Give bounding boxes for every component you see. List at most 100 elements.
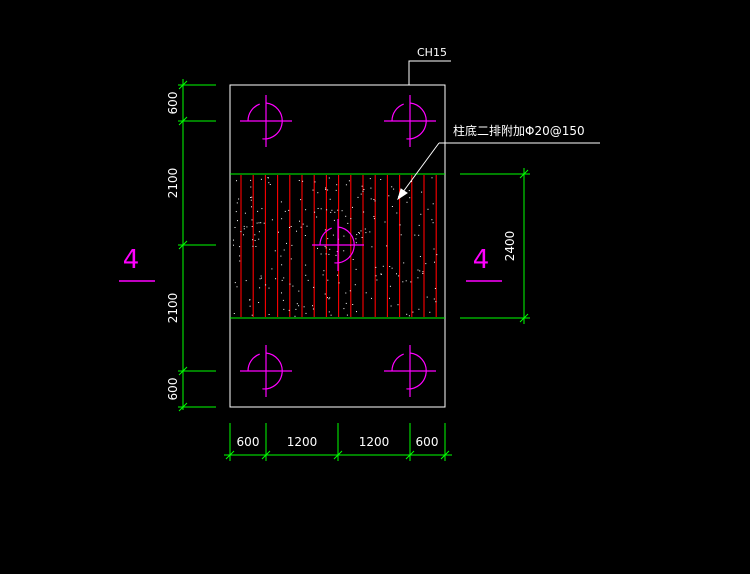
hatch-dot <box>345 292 347 294</box>
dim-left-600-top: 600 <box>166 92 180 115</box>
hatch-dot <box>370 198 372 200</box>
hatch-dot <box>268 182 270 184</box>
hatch-dot <box>289 227 290 228</box>
hatch-dot <box>283 308 285 310</box>
hatch-dot <box>316 216 318 218</box>
hatch-dot <box>243 228 245 230</box>
hatch-dot <box>373 199 375 200</box>
hatch-dot <box>418 234 420 236</box>
hatch-dot <box>431 177 433 179</box>
hatch-dot <box>355 238 357 240</box>
hatch-dot <box>265 284 267 286</box>
hatch-dot <box>373 216 375 217</box>
hatch-dot <box>380 273 382 275</box>
hatch-dot <box>324 245 326 247</box>
hatch-dot <box>329 198 331 200</box>
dim-left-2100-upper: 2100 <box>166 168 180 199</box>
hatch-dot <box>360 230 362 232</box>
hatch-dot <box>283 277 285 279</box>
hatch-dot <box>406 201 408 203</box>
hatch-dot <box>422 271 424 273</box>
pile-cap-outline <box>229 84 446 408</box>
hatch-dot <box>431 219 433 221</box>
hatch-dot <box>419 256 421 257</box>
pile-circle <box>262 352 283 390</box>
hatch-dot <box>290 258 292 260</box>
hatch-dot <box>355 268 357 270</box>
hatch-dot <box>236 202 238 204</box>
hatch-dot <box>258 238 260 240</box>
hatch-dot <box>329 297 331 299</box>
rebar-band <box>240 175 437 317</box>
hatch-dot <box>259 278 261 280</box>
cap-tag-label: CH15 <box>417 46 447 59</box>
hatch-dot <box>314 181 316 183</box>
hatch-dot <box>328 298 330 300</box>
hatch-dot <box>335 254 337 256</box>
pile-center <box>312 219 364 271</box>
hatch-dot <box>305 209 307 211</box>
hatch-dot <box>317 192 319 194</box>
hatch-dot <box>258 231 260 233</box>
hatch-dot <box>327 297 328 299</box>
hatch-dot <box>281 264 283 266</box>
hatch-dot <box>251 196 253 198</box>
hatch-dot <box>244 212 246 214</box>
hatch-dot <box>343 308 345 310</box>
hatch-dot <box>294 315 296 317</box>
hatch-dot <box>256 222 258 224</box>
hatch-dot <box>375 275 377 277</box>
hatch-dot <box>408 315 410 317</box>
pile-circle-arc <box>391 103 404 122</box>
hatch-dot <box>304 235 306 236</box>
hatch-dot <box>330 314 332 316</box>
hatch-dot <box>432 203 434 205</box>
hatch-dot <box>373 218 375 220</box>
hatch-dot <box>436 254 438 256</box>
hatch-dot <box>350 218 352 220</box>
hatch-dot <box>325 187 326 189</box>
hatch-dot <box>268 314 270 315</box>
hatch-dot <box>239 260 241 262</box>
hatch-dot <box>410 181 412 182</box>
hatch-dot <box>327 279 329 281</box>
hatch-dot <box>361 237 363 238</box>
dim-bottom-1200-right: 1200 <box>359 435 390 449</box>
hatch-dot <box>362 190 364 192</box>
hatch-dot <box>402 281 404 283</box>
hatch-dot <box>314 211 316 213</box>
hatch-dot <box>331 209 333 211</box>
hatch-dot <box>358 232 360 233</box>
hatch-dot <box>398 275 400 277</box>
hatch-dot <box>397 304 399 306</box>
hatch-dot <box>349 290 351 292</box>
hatch-dot <box>233 244 234 246</box>
hatch-dot <box>233 239 234 241</box>
hatch-dot <box>355 242 357 244</box>
pile-symbols <box>240 95 436 397</box>
hatch-dot <box>239 246 241 248</box>
dim-bottom-600-right: 600 <box>416 435 439 449</box>
hatch-dot <box>346 314 348 316</box>
hatch-dot <box>284 210 286 212</box>
hatch-dot <box>405 280 407 282</box>
hatch-dot <box>243 225 245 227</box>
hatch-dot <box>246 226 248 228</box>
hatch-dot <box>325 189 327 190</box>
hatch-dot <box>389 297 390 299</box>
hatch-dot <box>313 286 315 288</box>
hatch-dot <box>380 274 382 275</box>
hatch-dot <box>335 189 337 191</box>
hatch-dot <box>280 201 282 203</box>
hatch-dot <box>252 245 254 247</box>
hatch-dot <box>426 296 428 298</box>
hatch-dot <box>375 266 377 268</box>
hatch-dot <box>330 211 332 213</box>
hatch-dot <box>312 189 314 191</box>
section-mark-left: 4 <box>119 245 155 282</box>
hatch-dot <box>254 240 256 241</box>
hatch-dot <box>234 227 236 228</box>
hatch-dot <box>332 234 334 236</box>
hatch-dot <box>386 245 388 247</box>
hatch-dot <box>419 270 421 272</box>
